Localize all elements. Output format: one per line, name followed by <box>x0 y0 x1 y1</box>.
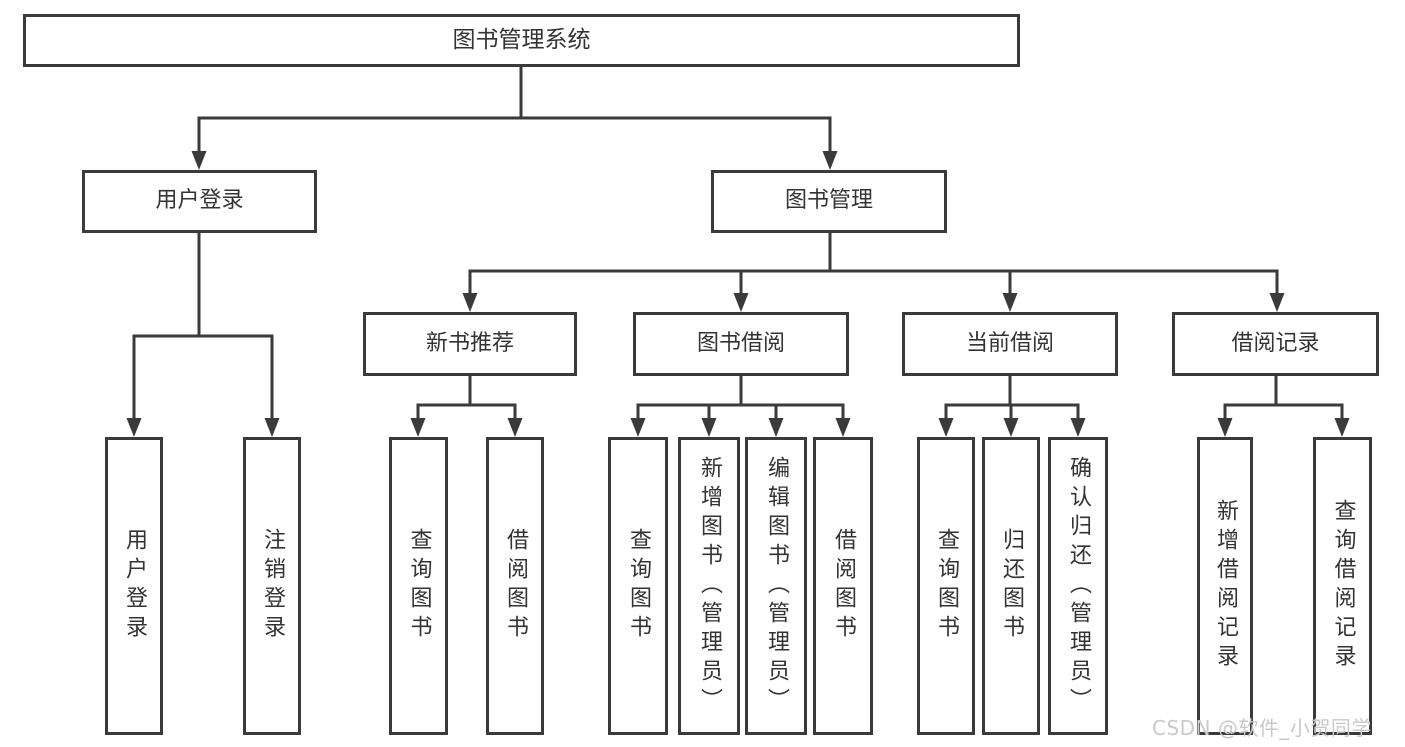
arrowhead-icon <box>507 418 523 437</box>
leaf-box-cb-query-books: 查询图书 <box>917 437 975 735</box>
node-label-new-book-recommend: 新书推荐 <box>425 330 514 356</box>
arrowhead-icon <box>126 418 142 437</box>
leaf-label-cb-return-books: 归还图书 <box>999 528 1024 644</box>
node-label-book-borrow: 图书借阅 <box>696 330 785 356</box>
node-box-root: 图书管理系统 <box>23 14 1020 67</box>
leaf-box-cb-confirm-return-admin: 确认归还（管理员） <box>1048 437 1108 735</box>
connector-level1-bar <box>197 116 832 158</box>
leaf-label-user-login: 用户登录 <box>122 528 147 644</box>
connector-user-login-bar <box>132 334 274 426</box>
node-label-book-mgmt: 图书管理 <box>784 188 873 214</box>
leaf-box-bb-borrow-books: 借阅图书 <box>813 437 873 735</box>
arrowhead-icon <box>1269 293 1285 312</box>
node-box-user-login: 用户登录 <box>82 170 317 233</box>
arrowhead-icon <box>701 418 717 437</box>
arrowhead-icon <box>768 418 784 437</box>
leaf-box-bb-query-books: 查询图书 <box>608 437 668 735</box>
arrowhead-icon <box>835 418 851 437</box>
leaf-box-bb-add-books-admin: 新增图书（管理员） <box>678 437 740 735</box>
arrowhead-icon <box>191 151 207 170</box>
node-box-current-borrow: 当前借阅 <box>902 312 1118 376</box>
leaf-label-bb-query-books: 查询图书 <box>626 528 651 644</box>
arrowhead-icon <box>264 418 280 437</box>
leaf-box-logout: 注销登录 <box>243 437 301 735</box>
leaf-label-bb-add-books-admin: 新增图书（管理员） <box>697 455 722 717</box>
leaf-label-br-query-record: 查询借阅记录 <box>1330 499 1356 673</box>
node-box-book-mgmt: 图书管理 <box>711 170 947 233</box>
leaf-box-cb-return-books: 归还图书 <box>982 437 1040 735</box>
node-box-borrow-records: 借阅记录 <box>1172 312 1379 376</box>
arrowhead-icon <box>462 293 478 312</box>
connector-bb-bar <box>636 403 845 426</box>
arrowhead-icon <box>1070 418 1086 437</box>
leaf-box-nbr-query-books: 查询图书 <box>389 437 448 735</box>
leaf-box-user-login: 用户登录 <box>105 437 163 735</box>
node-label-root: 图书管理系统 <box>452 26 591 53</box>
leaf-box-bb-edit-books-admin: 编辑图书（管理员） <box>745 437 807 735</box>
leaf-box-br-add-record: 新增借阅记录 <box>1197 437 1253 735</box>
connector-level2-bar <box>468 269 1279 300</box>
node-box-new-book-recommend: 新书推荐 <box>363 312 577 376</box>
arrowhead-icon <box>822 151 838 170</box>
leaf-box-nbr-borrow-books: 借阅图书 <box>486 437 544 735</box>
arrowhead-icon <box>1334 418 1350 437</box>
arrowhead-icon <box>938 418 954 437</box>
node-label-current-borrow: 当前借阅 <box>965 330 1054 356</box>
arrowhead-icon <box>630 418 646 437</box>
arrowhead-icon <box>1003 418 1019 437</box>
leaf-label-cb-confirm-return-admin: 确认归还（管理员） <box>1066 455 1091 717</box>
leaf-label-logout: 注销登录 <box>260 528 285 644</box>
node-label-borrow-records: 借阅记录 <box>1231 330 1320 356</box>
leaf-label-br-add-record: 新增借阅记录 <box>1213 499 1238 673</box>
leaf-label-cb-query-books: 查询图书 <box>934 528 959 644</box>
csdn-watermark: CSDN @软件_小贺同学 <box>1152 716 1372 740</box>
leaf-box-br-query-record: 查询借阅记录 <box>1313 437 1372 735</box>
leaf-label-bb-borrow-books: 借阅图书 <box>831 528 856 644</box>
arrowhead-icon <box>1217 418 1233 437</box>
arrowhead-icon <box>733 293 749 312</box>
arrowhead-icon <box>1002 293 1018 312</box>
arrowhead-icon <box>410 418 426 437</box>
node-label-user-login: 用户登录 <box>155 188 244 214</box>
node-box-book-borrow: 图书借阅 <box>633 312 849 376</box>
leaf-label-bb-edit-books-admin: 编辑图书（管理员） <box>764 455 789 717</box>
leaf-label-nbr-borrow-books: 借阅图书 <box>503 528 528 644</box>
leaf-label-nbr-query-books: 查询图书 <box>406 528 432 644</box>
connector-br-bar <box>1223 403 1344 426</box>
connector-nbr-bar <box>416 403 517 426</box>
